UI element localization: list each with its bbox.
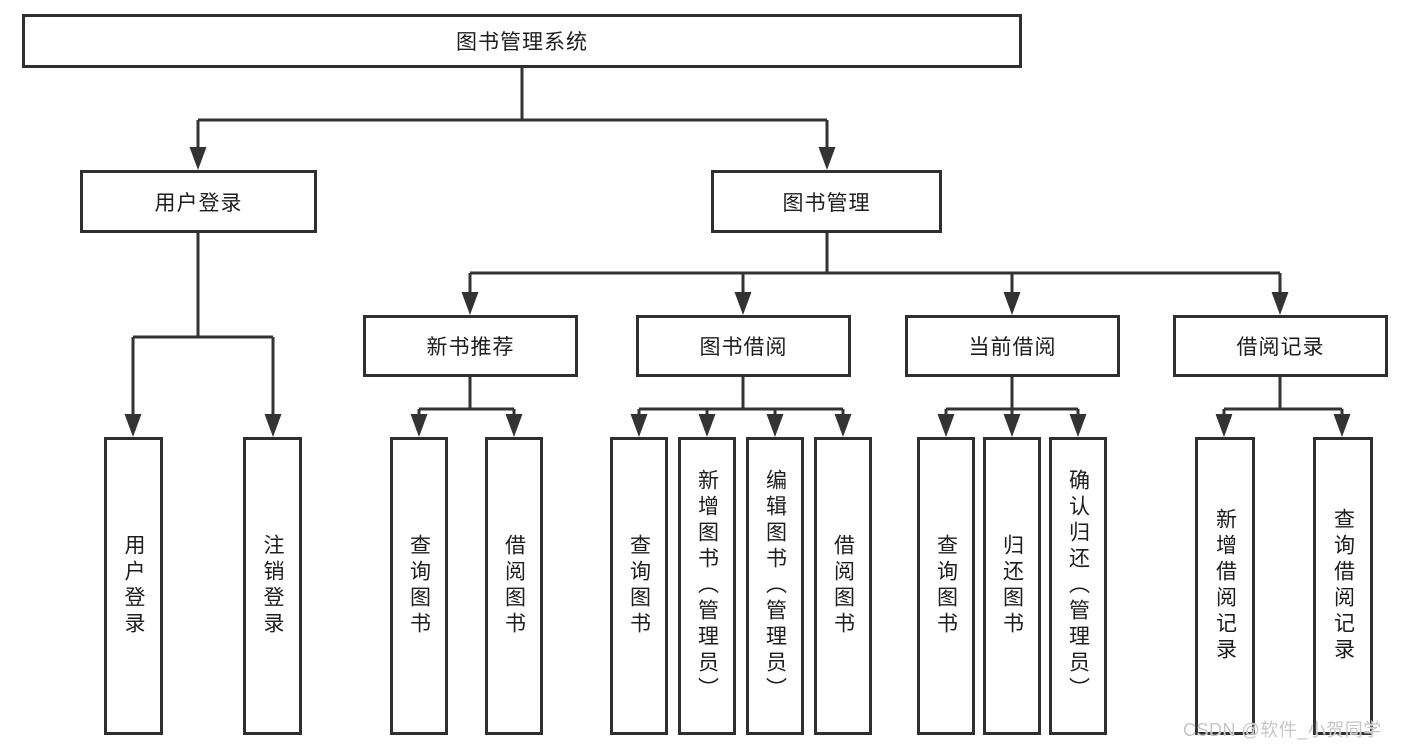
csdn-watermark: CSDN @软件_小贺同学 <box>1183 720 1382 740</box>
arrowhead <box>461 292 479 315</box>
node-label: 图书管理 <box>782 191 871 215</box>
arrowhead <box>505 414 523 437</box>
arrowhead <box>834 414 852 437</box>
node-label: 确认归还（管理员） <box>1066 469 1090 703</box>
node-label: 用户登录 <box>122 534 145 638</box>
arrowhead <box>189 147 207 170</box>
arrowhead <box>698 414 716 437</box>
node-current-borrowing: 当前借阅 <box>905 315 1120 377</box>
leaf-query-borrow-record: 查询借阅记录 <box>1313 437 1373 735</box>
node-book-borrowing: 图书借阅 <box>636 315 851 377</box>
leaf-query-books-borrow: 查询图书 <box>610 437 668 735</box>
arrowhead <box>1215 414 1233 437</box>
arrowhead <box>937 414 955 437</box>
leaf-query-books-recommend: 查询图书 <box>390 437 448 735</box>
node-label: 新书推荐 <box>426 336 515 359</box>
node-label: 借阅图书 <box>502 534 526 638</box>
node-label: 新增图书（管理员） <box>695 469 719 703</box>
arrowhead <box>766 414 784 437</box>
node-label: 查询图书 <box>407 534 431 638</box>
node-label: 归还图书 <box>1000 534 1024 638</box>
leaf-borrow-books-borrow: 借阅图书 <box>814 437 872 735</box>
node-label: 查询图书 <box>627 534 651 638</box>
node-user-login: 用户登录 <box>80 170 317 233</box>
node-label: 新增借阅记录 <box>1213 508 1237 664</box>
node-label: 当前借阅 <box>968 336 1057 359</box>
arrowhead <box>124 414 142 437</box>
node-label: 注销登录 <box>261 534 284 638</box>
leaf-edit-books-admin: 编辑图书（管理员） <box>746 437 804 735</box>
node-label: 借阅记录 <box>1236 336 1325 359</box>
arrowhead <box>1003 414 1021 437</box>
node-label: 用户登录 <box>154 191 243 215</box>
arrowhead <box>264 414 282 437</box>
arrowhead <box>1271 292 1289 315</box>
leaf-add-books-admin: 新增图书（管理员） <box>678 437 736 735</box>
leaf-borrow-books-recommend: 借阅图书 <box>485 437 543 735</box>
node-label: 编辑图书（管理员） <box>763 469 787 703</box>
arrowhead <box>410 414 428 437</box>
node-label: 借阅图书 <box>831 534 855 638</box>
node-library-management-system: 图书管理系统 <box>22 14 1022 68</box>
node-new-book-recommendation: 新书推荐 <box>363 315 578 377</box>
leaf-confirm-return-admin: 确认归还（管理员） <box>1049 437 1107 735</box>
arrowhead <box>1003 292 1021 315</box>
arrowhead <box>1333 414 1351 437</box>
leaf-add-borrow-record: 新增借阅记录 <box>1195 437 1255 735</box>
leaf-user-login: 用户登录 <box>104 437 163 735</box>
arrowhead <box>1069 414 1087 437</box>
leaf-query-books-current: 查询图书 <box>917 437 975 735</box>
node-label: 图书管理系统 <box>456 31 588 54</box>
arrowhead <box>818 147 836 170</box>
node-label: 查询借阅记录 <box>1331 508 1355 664</box>
leaf-logout: 注销登录 <box>243 437 302 735</box>
arrowhead <box>630 414 648 437</box>
arrowhead <box>734 292 752 315</box>
node-label: 查询图书 <box>934 534 958 638</box>
leaf-return-books: 归还图书 <box>983 437 1041 735</box>
node-label: 图书借阅 <box>699 336 788 359</box>
node-borrowing-records: 借阅记录 <box>1173 315 1388 377</box>
node-book-management: 图书管理 <box>711 170 942 233</box>
